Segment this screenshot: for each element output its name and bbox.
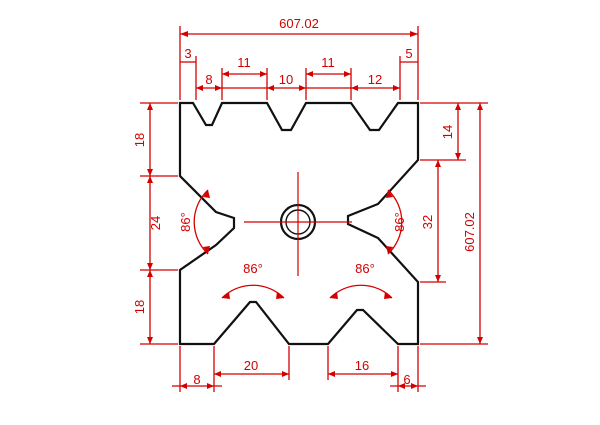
bottom-right-edge-label: 6	[403, 372, 410, 387]
groove3-arrow-a	[351, 85, 358, 91]
bottom-left-edge-arrow-b	[207, 383, 214, 389]
groove3-arrow-b	[393, 85, 400, 91]
bottom-vee-left-arrow-a	[214, 371, 221, 377]
bottom-left-vee-arc-arrow-b	[276, 292, 284, 299]
gap2-arrow-b	[344, 71, 351, 77]
bottom-vee-right-arrow-a	[328, 371, 335, 377]
bottom-right-vee-angle-arc	[329, 284, 393, 299]
bottom-left-vee-angle-arc	[221, 284, 285, 299]
right-upper-arrow-b	[455, 153, 461, 160]
groove2-label: 10	[279, 72, 293, 87]
groove2-arrow-b	[299, 85, 306, 91]
groove3-label: 12	[368, 72, 382, 87]
overall-width-arrow-right	[410, 31, 418, 37]
overall-height-arrow-b	[477, 337, 483, 344]
bottom-right-vee-arc-arrow-a	[330, 292, 338, 299]
bottom-right-vee-arc-arrow-b	[384, 292, 392, 299]
left-vee-arc-arrow-b	[203, 246, 210, 254]
left-upper-label: 18	[132, 133, 147, 147]
overall-width-arrow-left	[180, 31, 188, 37]
top-right-edge-label: 5	[405, 46, 412, 61]
right-upper-label: 14	[440, 125, 455, 139]
right-vee-arc-arrow-a	[386, 190, 393, 198]
overall-width-label: 607.02	[279, 16, 319, 31]
gap2-label: 11	[321, 55, 335, 70]
groove1-label: 8	[205, 72, 212, 87]
bottom-left-vee-angle-label: 86°	[243, 261, 263, 276]
right-vee-angle-label: 86°	[392, 212, 407, 232]
bottom-right-edge-arrow-a	[398, 383, 405, 389]
left-lower-label: 18	[132, 300, 147, 314]
part-outline	[178, 101, 420, 346]
left-middle-arrow-b	[147, 263, 153, 270]
bottom-vee-left-arrow-b	[282, 371, 289, 377]
left-vee-angle-arc	[193, 189, 209, 255]
bottom-left-vee-arc-arrow-a	[222, 292, 230, 299]
left-upper-arrow-a	[147, 103, 153, 110]
left-lower-arrow-a	[147, 270, 153, 277]
groove1-arrow-b	[215, 85, 222, 91]
gap1-label: 11	[237, 55, 251, 70]
gap2-arrow-a	[306, 71, 313, 77]
bottom-right-edge-arrow-b	[411, 383, 418, 389]
top-left-edge-label: 3	[184, 46, 191, 61]
left-middle-label: 24	[148, 216, 163, 230]
left-vee-angle-label: 86°	[178, 212, 193, 232]
left-upper-arrow-b	[147, 169, 153, 176]
bottom-right-vee-angle-label: 86°	[355, 261, 375, 276]
left-lower-arrow-b	[147, 337, 153, 344]
overall-height-label: 607.02	[462, 212, 477, 252]
overall-height-arrow-a	[477, 103, 483, 110]
bottom-left-edge-label: 8	[193, 372, 200, 387]
bottom-vee-right-label: 16	[355, 358, 369, 373]
groove1-arrow-a	[196, 85, 203, 91]
right-vee-angle-arc	[387, 189, 403, 255]
right-middle-arrow-a	[435, 160, 441, 167]
bottom-vee-left-label: 20	[244, 358, 258, 373]
bottom-vee-right-arrow-b	[391, 371, 398, 377]
right-vee-arc-arrow-b	[386, 246, 393, 254]
right-middle-label: 32	[420, 215, 435, 229]
left-middle-arrow-a	[147, 176, 153, 183]
groove2-arrow-a	[267, 85, 274, 91]
bottom-left-edge-arrow-a	[180, 383, 187, 389]
left-vee-arc-arrow-a	[203, 190, 210, 198]
right-upper-arrow-a	[455, 103, 461, 110]
right-middle-arrow-b	[435, 275, 441, 282]
